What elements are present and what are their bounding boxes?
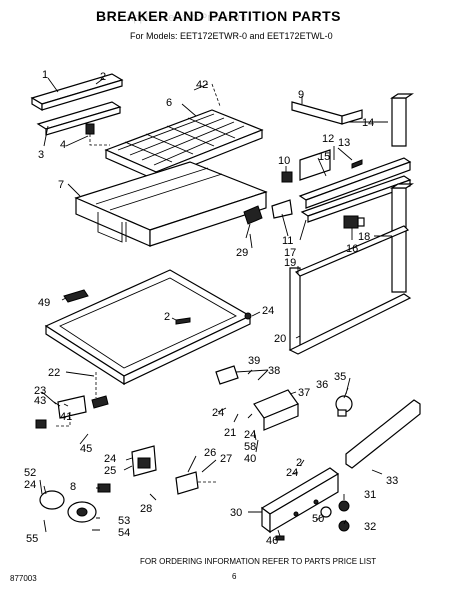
callout-2: 2 <box>100 71 106 83</box>
callout-40: 40 <box>244 453 256 465</box>
callout-30: 30 <box>230 507 242 519</box>
callout-1: 1 <box>42 69 48 81</box>
callout-10: 10 <box>278 155 290 167</box>
callout-49: 49 <box>38 297 50 309</box>
callout-9: 9 <box>298 89 304 101</box>
part-motor-53 <box>39 490 97 523</box>
part-lamp-socket-38 <box>215 365 269 385</box>
callout-52: 52 <box>24 467 36 479</box>
callout-24-c: 24 <box>244 429 256 441</box>
callout-24-d: 24 <box>104 453 116 465</box>
callout-4: 4 <box>60 139 66 151</box>
watermark-text: AppliancePartsPros.com <box>126 12 247 24</box>
callout-45: 45 <box>80 443 92 455</box>
part-divider-frame-20 <box>288 225 412 355</box>
part-partition-strip-17 <box>300 175 412 223</box>
part-knob-32 <box>338 520 350 532</box>
callout-32: 32 <box>364 521 376 533</box>
callout-2-tray: 2 <box>164 311 170 323</box>
callout-25: 25 <box>104 465 116 477</box>
part-control-panel-30 <box>260 467 340 534</box>
callout-11: 11 <box>282 235 293 247</box>
callout-17: 17 <box>284 247 296 259</box>
callout-6: 6 <box>166 97 172 109</box>
part-bracket-11 <box>271 199 293 219</box>
part-clip-10 <box>281 171 293 183</box>
callout-42: 42 <box>196 79 208 91</box>
callout-16: 16 <box>346 243 358 255</box>
callout-24-e: 24 <box>286 467 298 479</box>
part-shelf-grid <box>104 109 264 181</box>
callout-24-b: 24 <box>212 407 224 419</box>
callout-12: 12 <box>322 133 334 145</box>
ordering-note: FOR ORDERING INFORMATION REFER TO PARTS … <box>140 557 377 566</box>
part-control-box-16 <box>343 215 365 229</box>
callout-15: 15 <box>318 151 330 163</box>
diagram-title: BREAKER AND PARTITION PARTS <box>96 8 342 24</box>
diagram-code: 877003 <box>10 574 37 583</box>
part-knob-50 <box>320 506 332 518</box>
callout-41: 41 <box>60 411 72 423</box>
callout-39: 39 <box>248 355 260 367</box>
part-cover-33 <box>345 399 421 469</box>
part-knob-31 <box>338 500 350 512</box>
callout-31: 31 <box>364 489 376 501</box>
callout-36: 36 <box>316 379 328 391</box>
callout-29: 29 <box>236 247 248 259</box>
part-hinge-41 <box>35 395 87 429</box>
part-tray-22 <box>44 269 252 386</box>
page-number: 6 <box>232 572 237 581</box>
callout-19: 19 <box>284 257 296 269</box>
part-screw-2 <box>175 317 191 325</box>
callout-50: 50 <box>312 513 324 525</box>
part-bulb-35 <box>335 395 353 417</box>
callout-22: 22 <box>48 367 60 379</box>
callout-13: 13 <box>338 137 350 149</box>
callout-53: 53 <box>118 515 130 527</box>
callout-38: 38 <box>268 365 280 377</box>
callout-2-panel: 2 <box>296 457 302 469</box>
callout-26: 26 <box>204 447 216 459</box>
part-partition-long-15 <box>298 149 412 209</box>
callout-8: 8 <box>70 481 76 493</box>
part-tab-49 <box>63 289 89 303</box>
part-breaker-frame <box>74 161 268 247</box>
part-breaker-lower-bar <box>36 101 122 136</box>
callout-33: 33 <box>386 475 398 487</box>
part-screw-24 <box>244 312 252 320</box>
callout-28: 28 <box>140 503 152 515</box>
part-partition-strip-9 <box>291 101 363 125</box>
part-small-socket <box>85 123 110 146</box>
part-switch-26 <box>175 471 216 495</box>
callout-37: 37 <box>298 387 310 399</box>
callout-24-f: 24 <box>24 479 36 491</box>
callout-54: 54 <box>118 527 130 539</box>
part-light-housing-37 <box>253 389 299 431</box>
callout-46: 46 <box>266 535 278 547</box>
model-subtitle: For Models: EET172ETWR-0 and EET172ETWL-… <box>130 31 333 41</box>
part-latch-29 <box>243 205 263 239</box>
part-relay-25 <box>131 445 157 477</box>
callout-3: 3 <box>38 149 44 161</box>
callout-27: 27 <box>220 453 232 465</box>
callout-20: 20 <box>274 333 286 345</box>
part-screw-46 <box>275 535 285 541</box>
callout-24-tray: 24 <box>262 305 274 317</box>
callout-7: 7 <box>58 179 64 191</box>
callout-58: 58 <box>244 441 256 453</box>
part-partition-strip-14 <box>390 93 414 147</box>
part-screw-13 <box>351 159 363 169</box>
part-23 <box>91 395 109 409</box>
part-partition-strip-18 <box>390 183 414 293</box>
callout-21: 21 <box>224 427 236 439</box>
callout-14: 14 <box>362 117 374 129</box>
callout-23: 23 <box>34 385 46 397</box>
callout-43: 43 <box>34 395 46 407</box>
callout-55: 55 <box>26 533 38 545</box>
callout-18: 18 <box>358 231 370 243</box>
callout-35: 35 <box>334 371 346 383</box>
